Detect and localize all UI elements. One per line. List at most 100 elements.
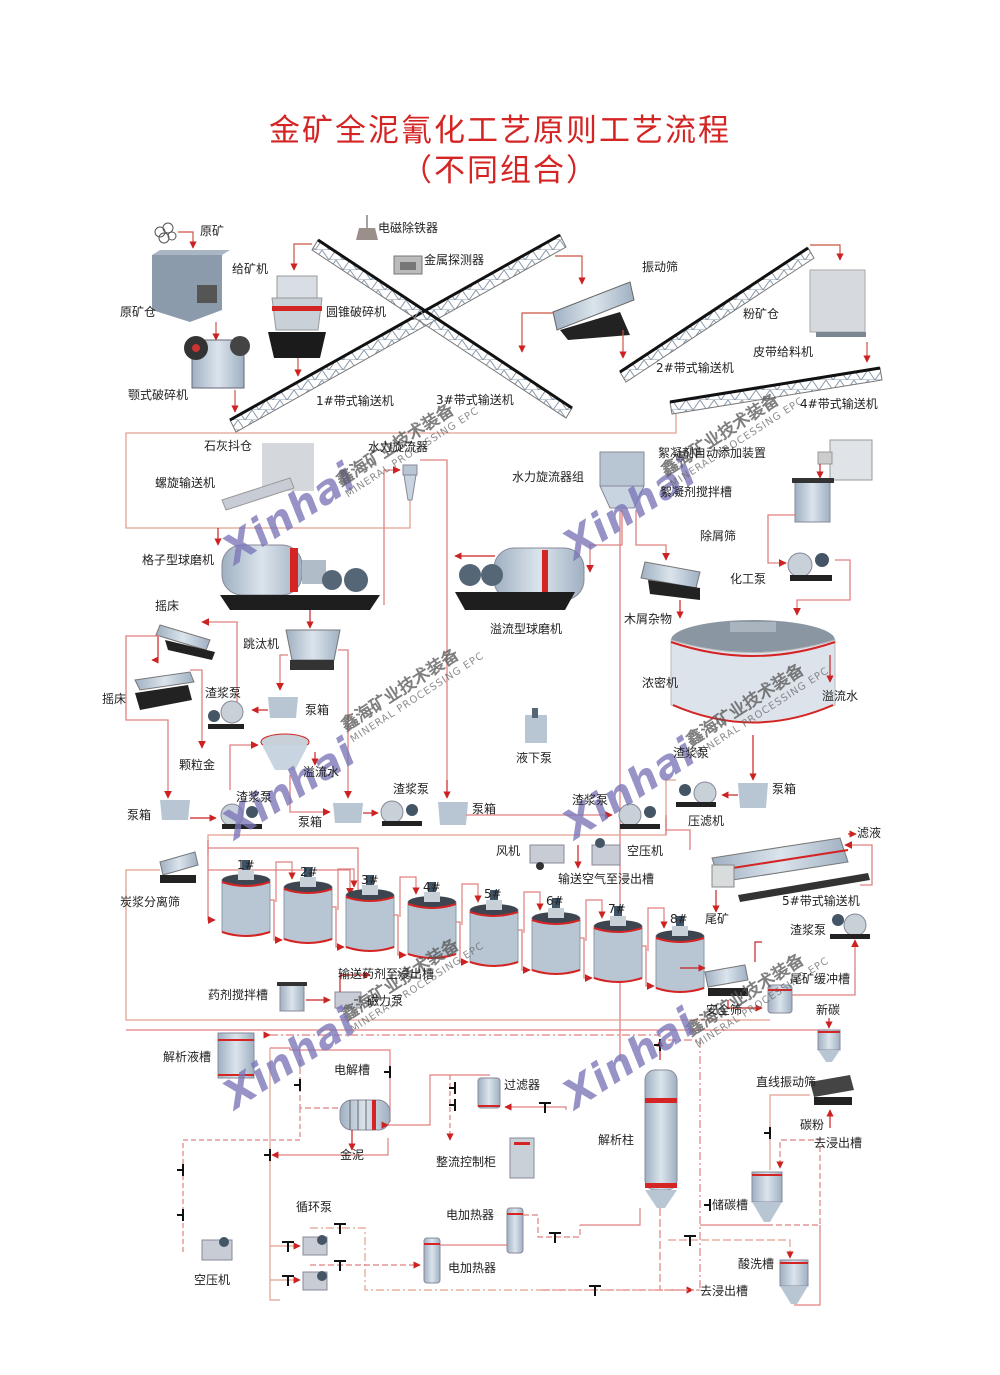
label-shaking-table-1: 摇床 bbox=[155, 599, 180, 613]
tank-overflow-line bbox=[518, 929, 531, 974]
leach-tanks bbox=[221, 860, 705, 993]
air-compressor-bottom bbox=[201, 1237, 233, 1261]
electric-heater-1 bbox=[506, 1207, 524, 1254]
blower bbox=[529, 844, 565, 870]
carbon-transfer-line bbox=[337, 868, 358, 910]
label-electrolytic-cell: 电解槽 bbox=[334, 1063, 371, 1077]
chemical-pump bbox=[787, 552, 832, 581]
valve-icon bbox=[539, 1102, 551, 1113]
label-belt-3: 3#带式输送机 bbox=[436, 393, 514, 407]
valve-icon bbox=[177, 1209, 184, 1221]
carbon-transfer-line bbox=[585, 899, 606, 941]
label-tank-6: 6# bbox=[546, 894, 564, 908]
tank-overflow-line bbox=[642, 945, 655, 990]
label-slurry-pump-3: 渣浆泵 bbox=[572, 793, 609, 807]
slurry-pump-b bbox=[676, 781, 717, 807]
leach-tank bbox=[469, 890, 519, 967]
valve-icon bbox=[334, 1223, 346, 1234]
label-belt-5: 5#带式输送机 bbox=[782, 894, 860, 908]
trash-screen bbox=[640, 561, 701, 600]
label-acid-wash: 酸洗槽 bbox=[738, 1257, 775, 1271]
valve-icon bbox=[334, 1260, 346, 1271]
label-lime-bin: 石灰抖仓 bbox=[204, 439, 253, 453]
label-safety-screen: 安全筛 bbox=[706, 1003, 743, 1017]
filter bbox=[477, 1077, 501, 1109]
pump-box-a bbox=[268, 697, 298, 718]
raw-ore-bin bbox=[152, 250, 230, 322]
label-filtrate: 滤液 bbox=[857, 826, 882, 840]
valve-icon bbox=[449, 1099, 456, 1111]
label-carbon-powder: 碳粉 bbox=[800, 1118, 825, 1132]
reagent-mixing-tank bbox=[277, 982, 307, 1012]
metal-detector-icon bbox=[393, 255, 423, 275]
slurry-pump-2 bbox=[380, 800, 422, 826]
label-air-to-leach: 输送空气至浸出槽 bbox=[558, 872, 655, 886]
tank-overflow-line bbox=[456, 921, 469, 966]
carbon-transfer-line bbox=[647, 907, 668, 951]
label-wood-chips: 木屑杂物 bbox=[624, 612, 673, 626]
raw-ore-icon bbox=[154, 222, 177, 244]
label-hydrocyclone: 水力旋流器 bbox=[368, 440, 429, 454]
label-metal-detector: 金属探测器 bbox=[424, 253, 485, 267]
label-cone-crusher: 圆锥破碎机 bbox=[326, 305, 387, 319]
electrolytic-cell bbox=[339, 1099, 391, 1131]
label-electric-heater-2: 电加热器 bbox=[448, 1261, 497, 1275]
pump-box-1 bbox=[160, 800, 190, 820]
label-reagent-tank: 药剂搅拌槽 bbox=[208, 988, 269, 1002]
circulating-pump-2 bbox=[302, 1271, 328, 1291]
label-tailings: 尾矿 bbox=[705, 912, 730, 926]
label-raw-ore: 原矿 bbox=[200, 224, 225, 238]
slurry-pump-a bbox=[208, 700, 244, 729]
valve-icon bbox=[764, 1127, 771, 1139]
tailings-buffer-tank bbox=[767, 984, 793, 1014]
label-desorption-tank: 解析液槽 bbox=[163, 1050, 212, 1064]
label-slurry-pump-b: 渣浆泵 bbox=[673, 746, 710, 760]
tank-overflow-line bbox=[332, 906, 345, 951]
label-flocculant-auto: 絮凝剂自动添加装置 bbox=[658, 446, 767, 460]
vibrating-screen bbox=[552, 281, 635, 340]
valve-icon bbox=[264, 1149, 271, 1161]
label-gold-mud: 金泥 bbox=[340, 1148, 365, 1162]
label-jig: 跳汰机 bbox=[243, 637, 280, 651]
acid-wash-tank bbox=[779, 1259, 809, 1304]
label-hydrocyclone-group: 水力旋流器组 bbox=[512, 470, 585, 484]
grate-ball-mill bbox=[220, 544, 380, 610]
label-belt-1: 1#带式输送机 bbox=[316, 394, 394, 408]
label-linear-vibrating-screen: 直线振动筛 bbox=[756, 1075, 817, 1089]
label-grate-ball-mill: 格子型球磨机 bbox=[142, 553, 215, 567]
slurry-pump-1 bbox=[220, 803, 262, 829]
label-tank-1: 1# bbox=[237, 858, 255, 872]
desorption-column bbox=[644, 1069, 678, 1208]
label-screw-conveyor: 螺旋输送机 bbox=[155, 476, 216, 490]
carbon-slurry-screen bbox=[159, 851, 199, 883]
powder-ore-bin bbox=[809, 269, 866, 337]
jig bbox=[285, 629, 341, 670]
page-title: 金矿全泥氰化工艺原则工艺流程 bbox=[269, 113, 731, 149]
flocculant-auto-device bbox=[817, 439, 873, 481]
pump-box-2 bbox=[333, 803, 363, 823]
label-tank-4: 4# bbox=[423, 880, 441, 894]
screw-conveyor bbox=[221, 477, 295, 511]
valve-icon bbox=[654, 1039, 661, 1051]
label-tailings-buffer: 尾矿缓冲槽 bbox=[790, 972, 851, 986]
cone-crusher bbox=[268, 275, 326, 358]
label-submerged-pump: 液下泵 bbox=[516, 751, 553, 765]
valve-icon bbox=[384, 1066, 391, 1078]
label-blower: 风机 bbox=[496, 844, 521, 858]
label-granular-gold: 颗粒金 bbox=[179, 758, 216, 772]
label-pump-box-3: 泵箱 bbox=[472, 802, 497, 816]
label-to-leach-b: 去浸出槽 bbox=[700, 1284, 749, 1298]
air-compressor-top bbox=[591, 838, 621, 866]
valve-icon bbox=[449, 1082, 456, 1094]
safety-screen bbox=[704, 964, 749, 996]
desorption-solution-tank bbox=[217, 1032, 255, 1079]
label-tank-7: 7# bbox=[608, 902, 626, 916]
rectifier-control-cabinet bbox=[509, 1137, 535, 1179]
label-chemical-pump: 化工泵 bbox=[730, 572, 767, 586]
label-circulating-pump: 循环泵 bbox=[296, 1200, 333, 1214]
valve-icon bbox=[704, 1199, 711, 1211]
belt-conveyor-4 bbox=[669, 366, 883, 415]
label-belt-2: 2#带式输送机 bbox=[656, 361, 734, 375]
label-new-carbon: 新碳 bbox=[816, 1003, 841, 1017]
submerged-pump bbox=[525, 708, 547, 743]
